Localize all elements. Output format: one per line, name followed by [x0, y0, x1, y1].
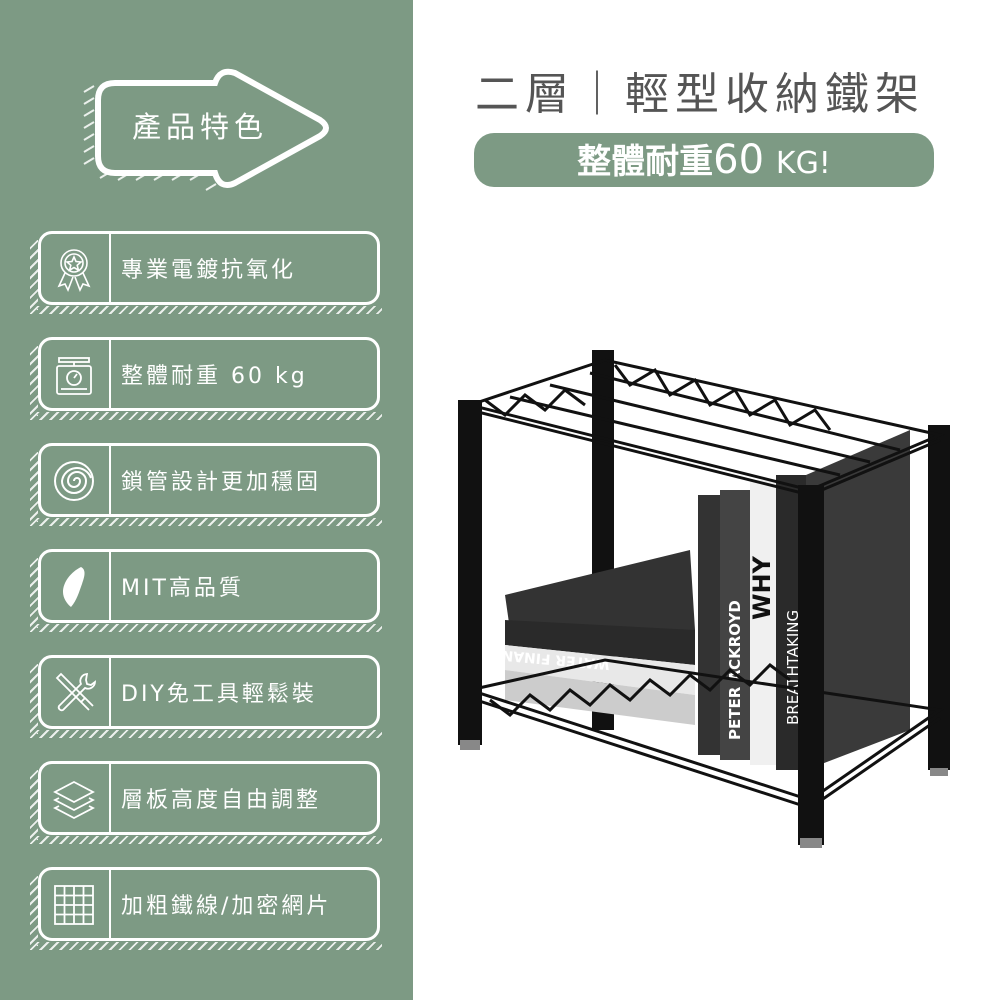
hatch-decoration — [30, 558, 38, 628]
book-spine — [750, 480, 776, 765]
tools-icon — [55, 672, 96, 712]
hatch-decoration — [30, 942, 382, 950]
feature-item-lock-tube: 鎖管設計更加穩固 — [38, 443, 380, 517]
badge-label: 產品特色 — [132, 110, 269, 144]
feature-item-diy: DIY免工具輕鬆裝 — [38, 655, 380, 729]
arrow-badge-icon — [83, 68, 329, 191]
spiral-icon — [54, 461, 94, 501]
feature-label: 鎖管設計更加穩固 — [121, 470, 322, 495]
feature-label: 整體耐重 60 kg — [121, 364, 308, 389]
feature-label: DIY免工具輕鬆裝 — [121, 682, 317, 707]
divider — [109, 764, 111, 832]
feature-label: MIT高品質 — [121, 576, 244, 601]
load-prefix: 整體耐重 — [577, 142, 714, 182]
hatch-decoration — [30, 452, 38, 522]
feature-label: 專業電鍍抗氧化 — [121, 258, 297, 283]
feature-label: 加粗鐵線/加密網片 — [121, 894, 332, 919]
book-title: WHY — [748, 555, 776, 620]
hatch-decoration — [30, 518, 382, 526]
divider — [109, 234, 111, 302]
shelf-foot — [460, 740, 480, 750]
medal-star-icon — [57, 249, 91, 292]
feature-label: 層板高度自由調整 — [121, 788, 322, 813]
shelf-post — [458, 400, 482, 745]
features-panel: 產品特色 專業電鍍抗氧化 整體耐重 60 kg 鎖管設計更加穩固 MI — [0, 0, 413, 1000]
shelf-foot — [930, 768, 948, 776]
shelf-post — [928, 425, 950, 770]
hatch-decoration — [30, 876, 38, 946]
hatch-decoration — [30, 664, 38, 734]
shelf-post — [798, 485, 824, 845]
product-title: 二層｜輕型收納鐵架 — [475, 69, 925, 120]
divider — [109, 552, 111, 620]
shelf-foot — [800, 838, 822, 848]
hatch-decoration — [30, 770, 38, 840]
hatch-decoration — [30, 836, 382, 844]
book-title: PETER ACKROYD — [726, 600, 744, 740]
grid-icon — [54, 885, 94, 925]
hatch-decoration — [30, 730, 382, 738]
divider — [109, 340, 111, 408]
load-value: 60 — [713, 137, 765, 183]
load-unit: KG! — [775, 146, 831, 181]
product-photo-shelf: WATER FINANCE PETER ACKROYD WHY BREATHTA… — [458, 350, 950, 848]
divider — [109, 870, 111, 938]
hatch-decoration — [30, 346, 38, 416]
book-spine — [720, 490, 750, 760]
book-title: BREATHTAKING — [784, 610, 802, 725]
hatch-decoration — [30, 240, 38, 310]
taiwan-map-icon — [63, 567, 85, 607]
divider — [109, 658, 111, 726]
divider — [109, 446, 111, 514]
feature-item-wire-mesh: 加粗鐵線/加密網片 — [38, 867, 380, 941]
feature-item-load: 整體耐重 60 kg — [38, 337, 380, 411]
load-capacity-banner: 整體耐重60 KG! — [474, 133, 934, 187]
feature-item-mit: MIT高品質 — [38, 549, 380, 623]
feature-item-plating: 專業電鍍抗氧化 — [38, 231, 380, 305]
scale-icon — [56, 357, 92, 395]
feature-item-adjustable: 層板高度自由調整 — [38, 761, 380, 835]
layers-icon — [53, 780, 95, 820]
hatch-decoration — [30, 412, 382, 420]
hatch-decoration — [30, 306, 382, 314]
book-cover — [806, 430, 910, 770]
hatch-decoration — [30, 624, 382, 632]
book-stack: WATER FINANCE — [481, 550, 695, 725]
book-spine — [698, 495, 720, 755]
